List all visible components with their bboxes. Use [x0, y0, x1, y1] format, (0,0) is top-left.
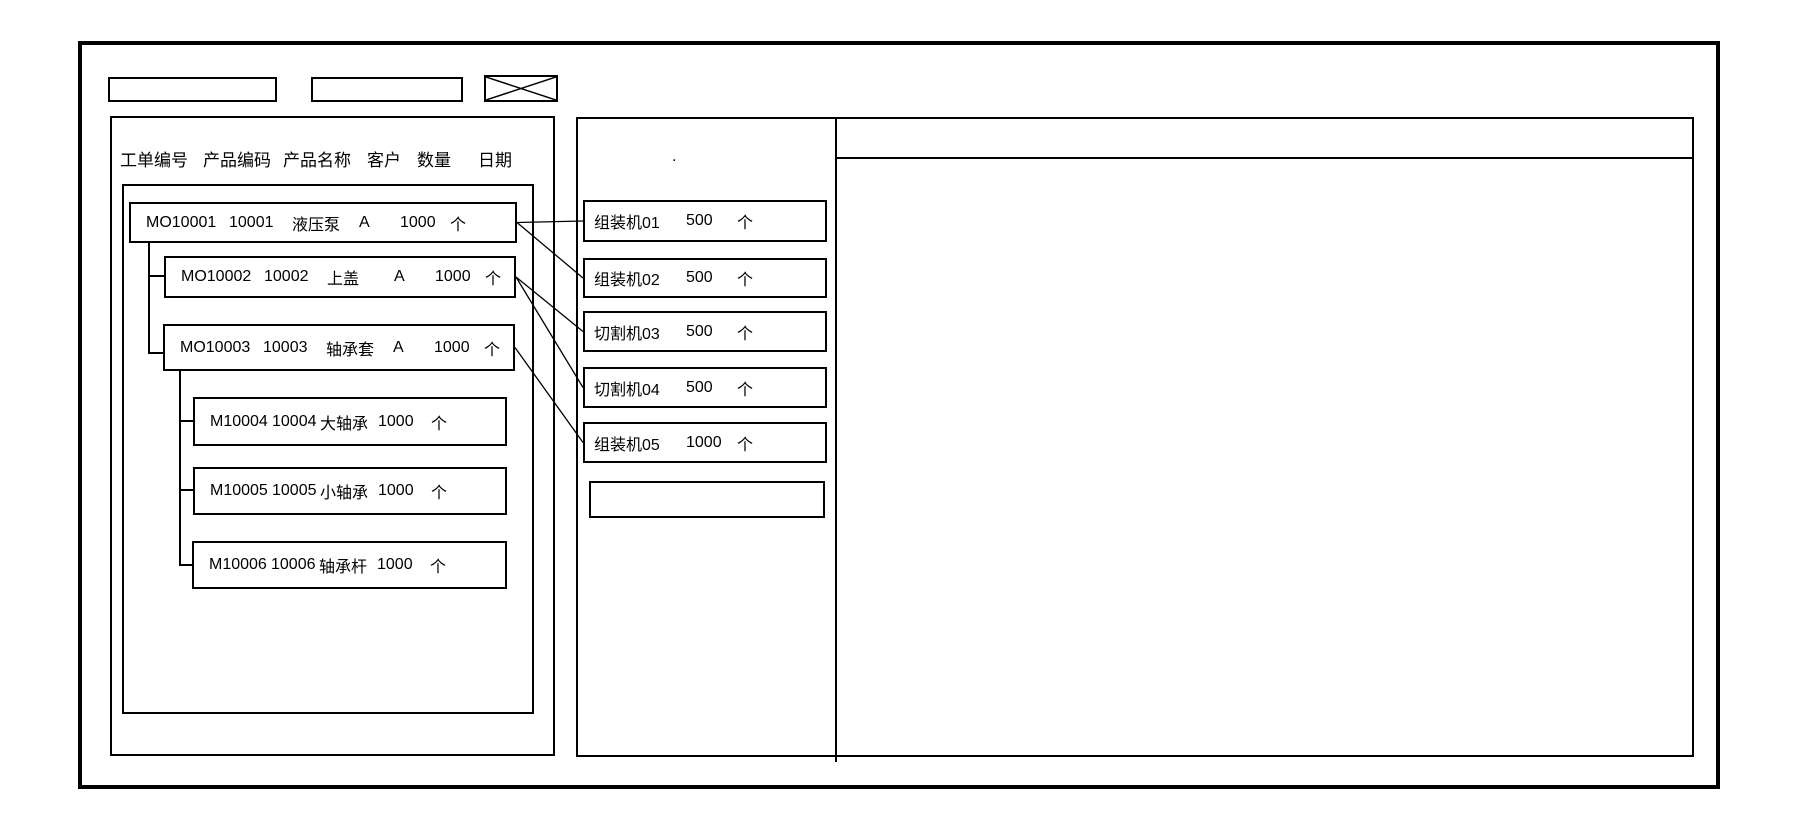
unit: 个 — [431, 415, 448, 433]
column-header-product-name: 产品名称 — [283, 151, 351, 170]
unit: 个 — [431, 485, 448, 502]
order-row: M10004 10004 大轴承 1000 个 — [195, 399, 505, 444]
unit: 个 — [430, 559, 447, 576]
machine-slot-empty[interactable] — [589, 481, 825, 518]
order-row: MO10001 10001 液压泵 A 1000 个 — [131, 204, 515, 241]
product-name: 液压泵 — [292, 216, 341, 234]
product-name: 小轴承 — [320, 485, 369, 502]
quantity: 1000 — [400, 213, 436, 231]
column-header-quantity: 数量 — [417, 151, 451, 170]
order-row: M10006 10006 轴承杆 1000 个 — [194, 543, 505, 587]
order-no: M10004 — [210, 412, 268, 430]
column-header-product-code: 产品编码 — [203, 151, 271, 170]
panel-divider-line — [835, 117, 837, 762]
product-name: 轴承杆 — [319, 559, 368, 576]
tree-branch-line — [148, 275, 165, 277]
product-code: 10004 — [272, 412, 317, 430]
column-header-order-no: 工单编号 — [120, 151, 188, 170]
order-node-mo10001[interactable]: MO10001 10001 液压泵 A 1000 个 — [129, 202, 517, 243]
order-no: M10005 — [210, 482, 268, 499]
tree-branch-line — [148, 242, 150, 354]
tree-branch-line — [179, 420, 194, 422]
machine-row: 组装机01 500 个 — [585, 202, 825, 240]
unit: 个 — [737, 215, 754, 232]
unit: 个 — [484, 341, 501, 359]
unit: 个 — [737, 381, 754, 399]
machine-row: 切割机03 500 个 — [585, 313, 825, 350]
image-placeholder-icon[interactable] — [484, 75, 558, 102]
product-code: 10006 — [271, 556, 316, 573]
toolbar-field-2[interactable] — [311, 77, 463, 102]
product-name: 上盖 — [327, 271, 360, 288]
product-code: 10005 — [272, 482, 317, 499]
order-node-mo10003[interactable]: MO10003 10003 轴承套 A 1000 个 — [163, 324, 515, 371]
order-no: MO10001 — [146, 213, 217, 231]
machine-node-05[interactable]: 组装机05 1000 个 — [583, 422, 827, 463]
unit: 个 — [737, 272, 754, 289]
order-no: M10006 — [209, 556, 267, 573]
tree-branch-line — [148, 352, 164, 354]
quantity: 1000 — [435, 268, 471, 285]
order-no: MO10002 — [181, 268, 252, 285]
order-node-m10005[interactable]: M10005 10005 小轴承 1000 个 — [193, 467, 507, 515]
column-header-customer: 客户 — [367, 151, 401, 170]
machine-node-01[interactable]: 组装机01 500 个 — [583, 200, 827, 242]
order-row: M10005 10005 小轴承 1000 个 — [195, 469, 505, 513]
unit: 个 — [737, 436, 754, 454]
unit: 个 — [485, 271, 502, 288]
quantity: 1000 — [378, 482, 414, 499]
order-node-m10004[interactable]: M10004 10004 大轴承 1000 个 — [193, 397, 507, 446]
order-node-mo10002[interactable]: MO10002 10002 上盖 A 1000 个 — [164, 256, 516, 298]
machine-row: 切割机04 500 个 — [585, 369, 825, 406]
product-code: 10003 — [263, 338, 308, 356]
order-row: MO10003 10003 轴承套 A 1000 个 — [165, 326, 513, 369]
stray-dot: . — [672, 148, 677, 165]
machine-qty: 500 — [686, 212, 713, 229]
unit: 个 — [737, 325, 754, 343]
machine-name: 组装机05 — [594, 436, 660, 454]
machine-row: 组装机02 500 个 — [585, 260, 825, 296]
order-no: MO10003 — [180, 338, 251, 356]
order-node-m10006[interactable]: M10006 10006 轴承杆 1000 个 — [192, 541, 507, 589]
quantity: 1000 — [377, 556, 413, 573]
tree-branch-line — [179, 564, 193, 566]
customer: A — [393, 338, 404, 356]
machine-qty: 500 — [686, 269, 713, 286]
unit: 个 — [450, 216, 467, 234]
detail-panel-header-line — [837, 157, 1693, 159]
order-tree-container — [122, 184, 534, 714]
tree-branch-line — [179, 370, 181, 566]
product-name: 大轴承 — [320, 415, 369, 433]
x-cross-icon — [486, 77, 556, 100]
machine-qty: 1000 — [686, 433, 722, 451]
quantity: 1000 — [434, 338, 470, 356]
machine-name: 切割机04 — [594, 381, 660, 399]
window-frame — [78, 41, 1720, 789]
customer: A — [394, 268, 405, 285]
product-code: 10002 — [264, 268, 309, 285]
machine-node-04[interactable]: 切割机04 500 个 — [583, 367, 827, 408]
customer: A — [359, 213, 370, 231]
product-name: 轴承套 — [326, 341, 375, 359]
machine-name: 切割机03 — [594, 325, 660, 343]
quantity: 1000 — [378, 412, 414, 430]
machine-qty: 500 — [686, 378, 713, 396]
product-code: 10001 — [229, 213, 274, 231]
tree-branch-line — [179, 489, 194, 491]
machine-row: 组装机05 1000 个 — [585, 424, 825, 461]
column-header-date: 日期 — [478, 151, 512, 170]
toolbar-field-1[interactable] — [108, 77, 277, 102]
machine-node-02[interactable]: 组装机02 500 个 — [583, 258, 827, 298]
machine-qty: 500 — [686, 322, 713, 340]
machine-name: 组装机02 — [594, 272, 660, 289]
machine-name: 组装机01 — [594, 215, 660, 232]
machine-node-03[interactable]: 切割机03 500 个 — [583, 311, 827, 352]
order-row: MO10002 10002 上盖 A 1000 个 — [166, 258, 514, 296]
